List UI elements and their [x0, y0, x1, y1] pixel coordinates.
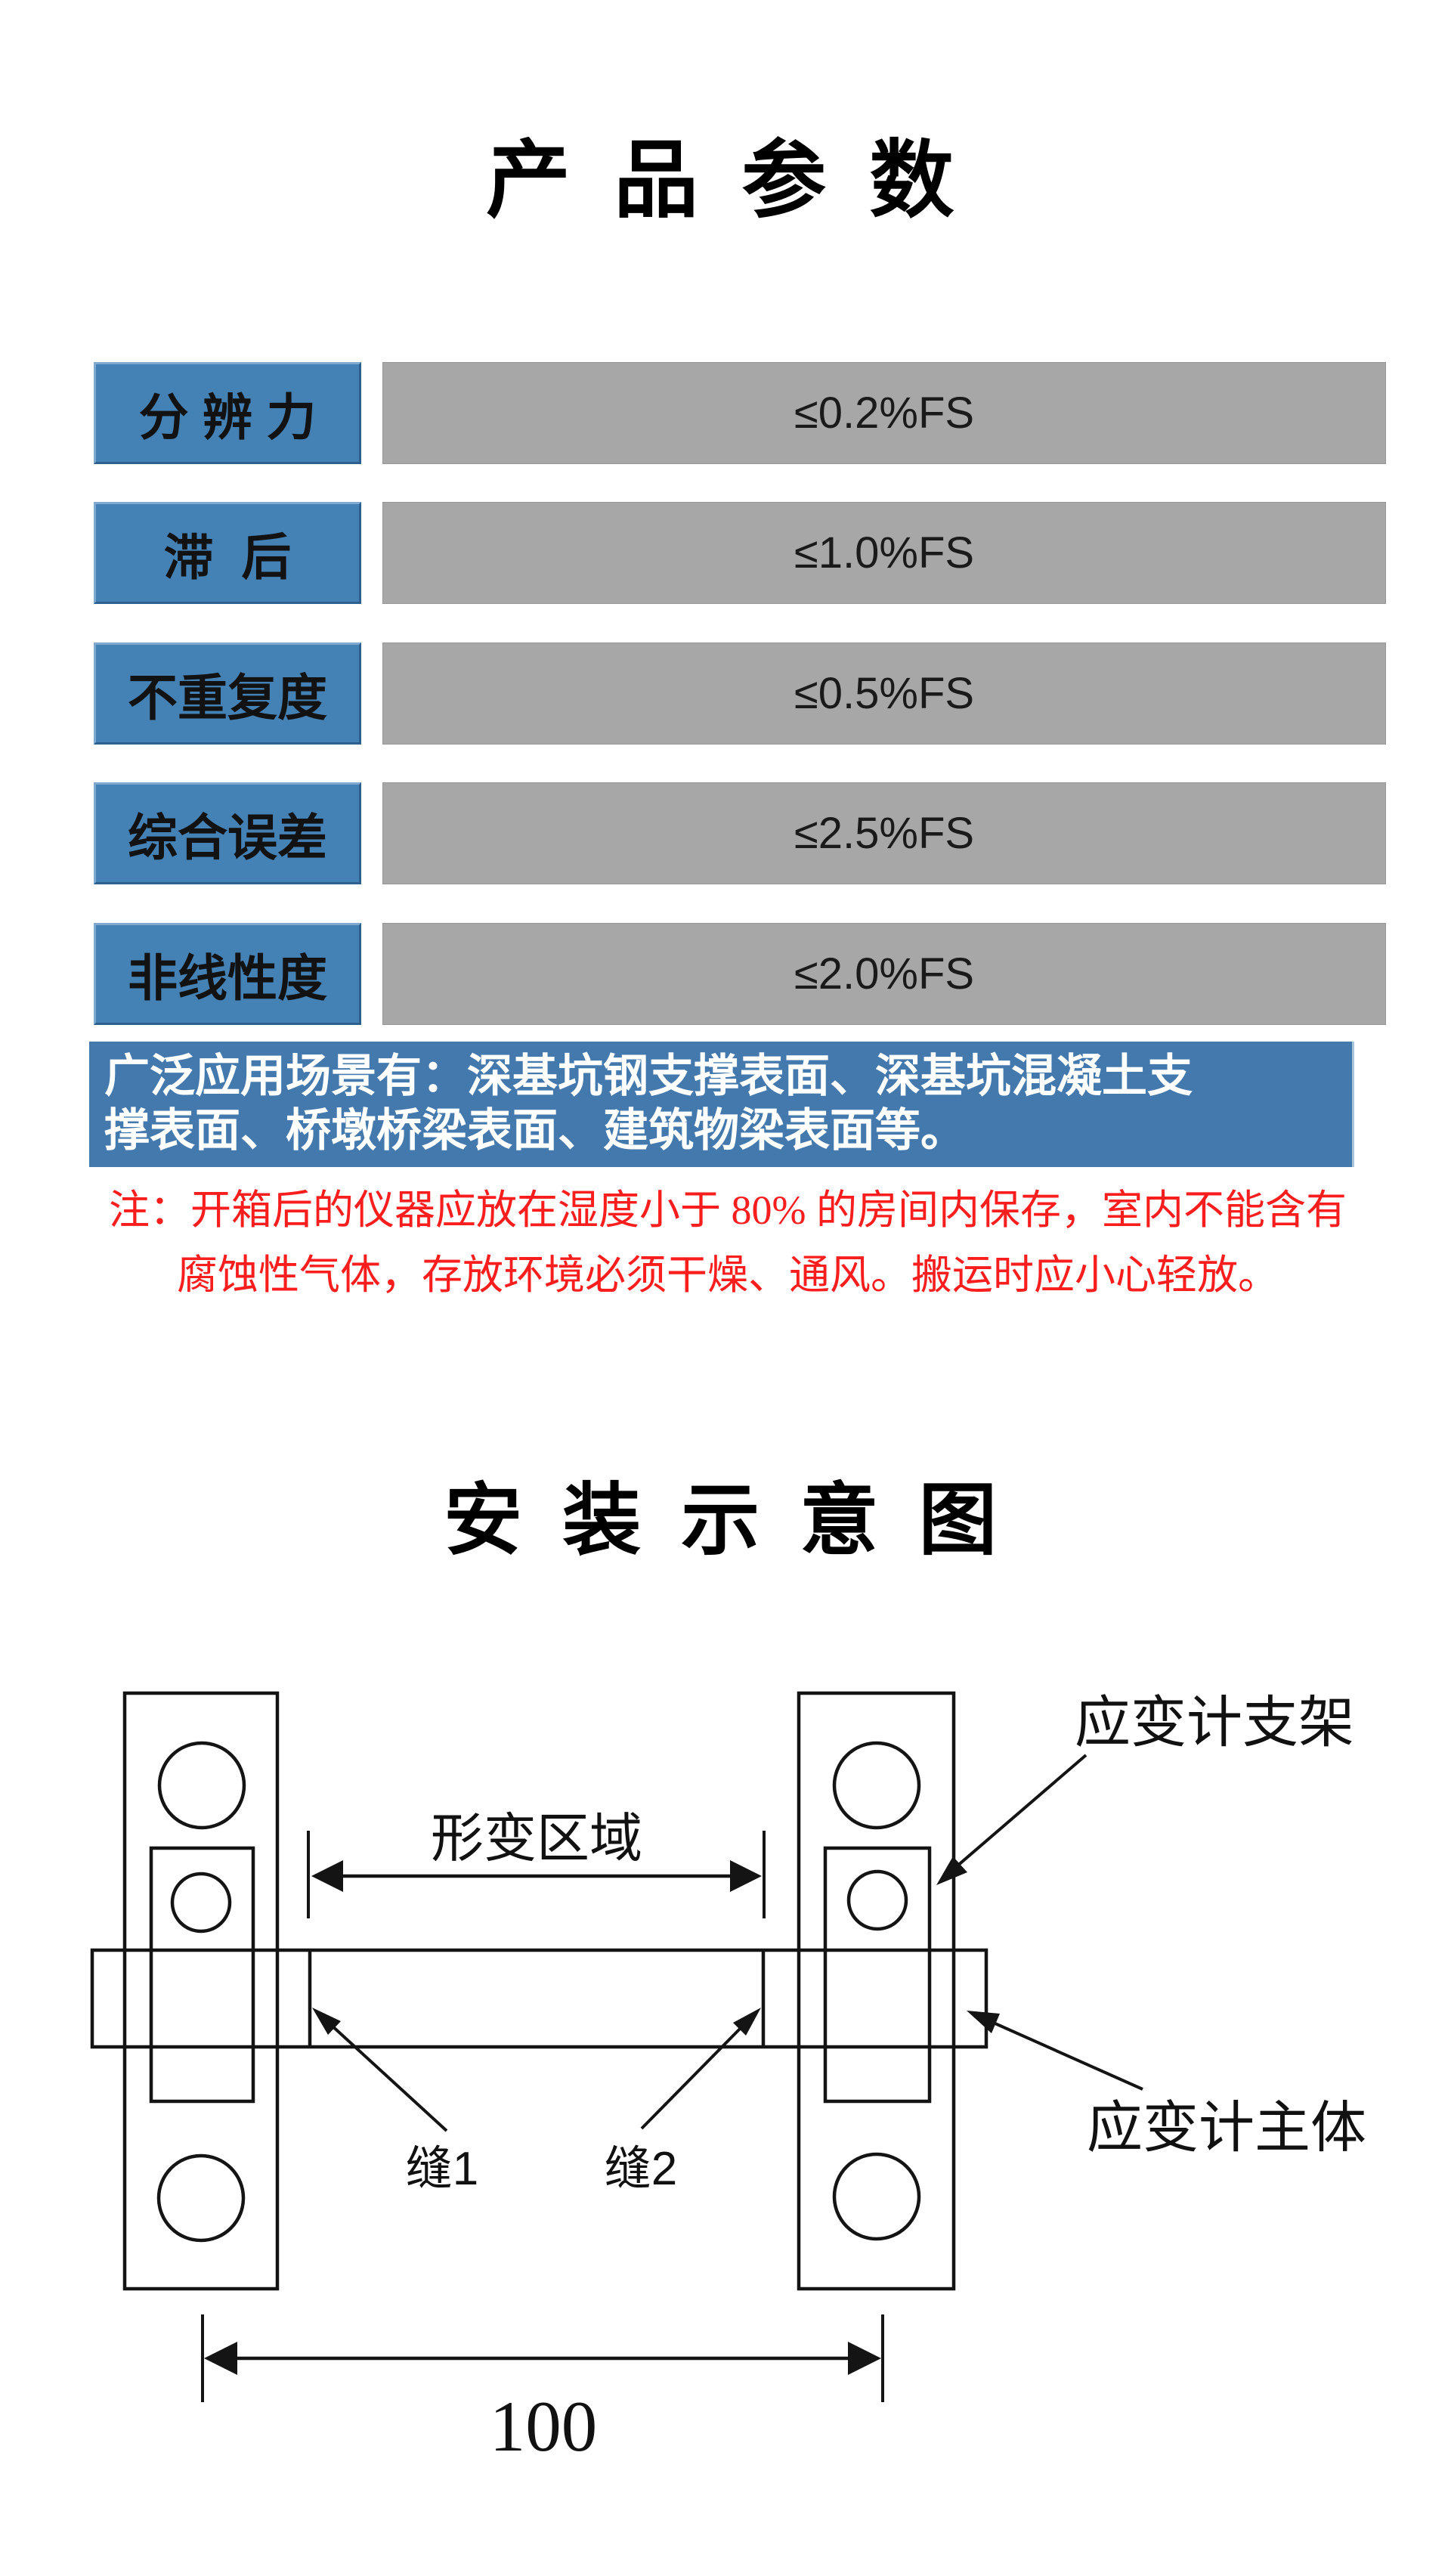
right-bracket-small-hole — [846, 1869, 908, 1931]
section-title-product-parameters: 产 品 参 数 — [486, 135, 965, 228]
arrowhead-right-icon — [730, 1860, 762, 1892]
left-bracket-inner-plate — [149, 1846, 255, 2104]
seam1-leader-line — [329, 2023, 448, 2132]
param-row-hysteresis: 滞 后 ≤1.0%FS — [0, 502, 1451, 604]
left-bracket-small-hole — [170, 1872, 232, 1934]
right-bracket-bottom-hole — [832, 2152, 921, 2241]
param-row-combined-error: 综合误差 ≤2.5%FS — [0, 782, 1451, 884]
param-value: ≤2.5%FS — [382, 782, 1386, 884]
seam2-leader-line — [640, 2024, 744, 2130]
installation-schematic: 形变区域 缝1 缝2 应变计支架 应变计主体 100 — [90, 1691, 1366, 2466]
dim100-arrowhead-left-icon — [204, 2342, 237, 2375]
param-label: 不重复度 — [94, 642, 361, 745]
param-label: 非线性度 — [94, 923, 361, 1025]
application-scenarios-banner: 广泛应用场景有：深基坑钢支撑表面、深基坑混凝土支 撑表面、桥墩桥梁表面、建筑物梁… — [89, 1042, 1354, 1167]
body-arrowhead-icon — [967, 2011, 1000, 2033]
body-leader-line — [989, 2020, 1143, 2091]
deform-zone-label: 形变区域 — [431, 1809, 642, 1868]
param-row-resolution: 分 辨 力 ≤0.2%FS — [0, 362, 1451, 464]
left-bracket-outline — [122, 1691, 280, 2291]
param-label: 滞 后 — [94, 502, 361, 604]
right-bracket-top-hole — [832, 1741, 921, 1830]
param-label: 分 辨 力 — [94, 362, 361, 464]
storage-warning-note: 注：开箱后的仪器应放在湿度小于 80% 的房间内保存，室内不能含有 腐蚀性气体，… — [109, 1187, 1347, 1298]
bracket-label: 应变计支架 — [1075, 1691, 1354, 1754]
param-value: ≤0.2%FS — [382, 362, 1386, 464]
left-bracket-bottom-hole — [156, 2153, 246, 2243]
param-value: ≤0.5%FS — [382, 642, 1386, 745]
seam2-arrowhead-icon — [733, 2008, 761, 2036]
section-title-installation-diagram: 安 装 示 意 图 — [444, 1478, 1007, 1565]
body-label: 应变计主体 — [1087, 2096, 1366, 2159]
arrowhead-left-icon — [311, 1860, 343, 1892]
param-value: ≤2.0%FS — [382, 923, 1386, 1025]
gauge-body-bar — [90, 1948, 988, 2049]
right-bracket-inner-plate — [823, 1846, 932, 2104]
right-bracket-outline — [797, 1691, 956, 2291]
bracket-arrowhead-icon — [936, 1856, 967, 1885]
bracket-leader-line — [954, 1754, 1087, 1869]
seam1-label: 缝1 — [406, 2143, 478, 2195]
seam1-arrowhead-icon — [312, 2008, 341, 2035]
left-bracket-top-hole — [157, 1741, 246, 1830]
dim100-value: 100 — [490, 2386, 598, 2466]
dim100-arrowhead-right-icon — [848, 2342, 881, 2375]
param-value: ≤1.0%FS — [382, 502, 1386, 604]
seam2-label: 缝2 — [605, 2143, 677, 2195]
param-row-non-repeatability: 不重复度 ≤0.5%FS — [0, 642, 1451, 745]
param-row-non-linearity: 非线性度 ≤2.0%FS — [0, 923, 1451, 1025]
param-label: 综合误差 — [94, 782, 361, 884]
